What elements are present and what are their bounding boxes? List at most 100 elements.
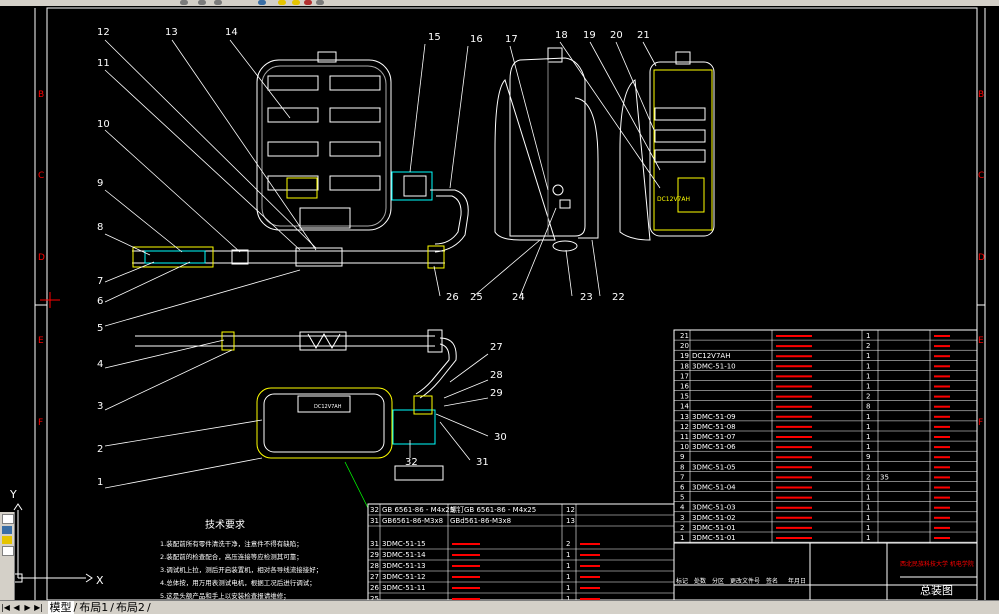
bom-qty: 1: [866, 383, 870, 391]
leader-line: [559, 41, 661, 189]
bom-code: DC12V7AH: [692, 352, 730, 360]
toolbar-strip: [0, 0, 999, 6]
sun-icon[interactable]: [292, 0, 300, 5]
bom-qty: 2: [566, 540, 570, 548]
bom-no: 32: [370, 506, 379, 514]
layout-tabs: |◀◀▶▶| 模型/布局1/布局2/: [0, 600, 999, 614]
tab-layout1[interactable]: 布局1: [79, 601, 109, 614]
callout-label: 7: [97, 276, 103, 287]
bom-no: 18: [680, 362, 689, 370]
leader-line: [589, 41, 661, 171]
callout-label: 10: [97, 119, 110, 130]
toolbar-button[interactable]: [2, 536, 12, 544]
toolbar-button[interactable]: [2, 514, 14, 524]
toolbar-icon[interactable]: [198, 0, 206, 5]
tech-line: 4.总体按，用万用表测试电机，根据工况后进行调试；: [160, 578, 316, 587]
prev-tab-icon[interactable]: ◀: [13, 603, 20, 612]
toolbar-icon[interactable]: [180, 0, 188, 5]
bom-no: 28: [370, 562, 379, 570]
bom-qty: 1: [566, 573, 570, 581]
bom-code: 3DMC-51-04: [692, 484, 736, 492]
tab-model[interactable]: 模型: [47, 601, 74, 614]
toolbar-icon[interactable]: [214, 0, 222, 5]
battery-label: DC12V7AH: [657, 196, 690, 203]
bom-code: 3DMC-51-12: [382, 573, 426, 581]
tech-line: 1.装配前所有零件清洗干净，注意件不得有缺陷；: [160, 539, 303, 548]
callout-label: 17: [505, 34, 518, 45]
tab-layout2[interactable]: 布局2: [115, 601, 145, 614]
bom-no: 3: [680, 514, 684, 522]
bulb-icon[interactable]: [278, 0, 286, 5]
callout-label: 13: [165, 27, 178, 38]
color-icon[interactable]: [304, 0, 312, 5]
callout-label: 4: [97, 359, 103, 370]
leader-line: [591, 239, 601, 297]
bom-no: 15: [680, 393, 689, 401]
bom-qty: 13: [566, 517, 575, 525]
tech-line: 5.这是头额产品和手上以安装检查报请维修；: [160, 591, 290, 600]
callout-label: 6: [97, 296, 103, 307]
bom-qty: 1: [566, 562, 570, 570]
bom-qty: 1: [866, 534, 870, 542]
callout-label: 3: [97, 401, 103, 412]
bom-code: 3DMC-51-15: [382, 540, 426, 548]
toolbar-button[interactable]: [2, 526, 12, 534]
front-view: [132, 51, 469, 269]
tech-line: 3.调试机上拉，测后开启装置机，相对各导线流接接好；: [160, 565, 322, 574]
bom-qty: 9: [866, 453, 870, 461]
border-letter: B: [38, 90, 44, 100]
leader-line: [104, 39, 317, 249]
callout-label: 25: [470, 292, 483, 303]
callout-label: 18: [555, 30, 568, 41]
bom-material: 35: [880, 473, 889, 481]
bom-qty: 2: [866, 473, 870, 481]
bom-no: 1: [680, 534, 684, 542]
bom-qty: 1: [566, 584, 570, 592]
title-block: 标记处数分区更改文件号签名年月日 总装图 西北民族科技大学 机电学院: [673, 542, 978, 601]
bom-code: 3DMC-51-05: [692, 463, 736, 471]
bom-no: 8: [680, 463, 684, 471]
first-tab-icon[interactable]: |◀: [1, 603, 10, 612]
callout-label: 8: [97, 222, 103, 233]
ucs-icon: Y X: [9, 488, 104, 587]
leader-line: [171, 39, 317, 251]
bom-qty: 1: [866, 443, 870, 451]
bom-no: 27: [370, 573, 379, 581]
side-view: [494, 47, 599, 252]
bom-qty: 1: [866, 494, 870, 502]
leader-line: [509, 45, 549, 191]
bom-code: 3DMC-51-10: [692, 362, 736, 370]
leader-line: [443, 379, 489, 399]
bom-qty: 1: [866, 372, 870, 380]
bom-qty: 8: [866, 403, 870, 411]
callout-label: 5: [97, 323, 103, 334]
leader-line: [104, 129, 241, 253]
bom-qty: 1: [866, 332, 870, 340]
bom-qty: 1: [866, 423, 870, 431]
bom-qty: 12: [566, 506, 575, 514]
toolbar-button[interactable]: [2, 546, 14, 556]
bom-code: 3DMC-51-01: [692, 534, 736, 542]
side-toolbar: [0, 512, 15, 602]
tech-title: 技术要求: [205, 518, 245, 531]
border-letter: D: [38, 253, 45, 263]
border-letter: C: [978, 171, 984, 181]
callout-label: 28: [490, 370, 503, 381]
next-tab-icon[interactable]: ▶: [24, 603, 31, 612]
leader-line: [344, 461, 369, 509]
leader-line: [104, 261, 155, 283]
layer-icon[interactable]: [258, 0, 266, 5]
ucs-y-label: Y: [9, 488, 17, 501]
leader-line: [473, 239, 541, 297]
bom-no: 26: [370, 584, 379, 592]
tech-line: 2.装配前的检查配合，高压连接等应检测其可靠；: [160, 552, 303, 561]
leader-line: [439, 421, 471, 461]
lock-icon[interactable]: [316, 0, 324, 5]
title-header: 分区: [712, 577, 724, 585]
bom-code: GB 6561-86 - M4x25: [382, 506, 454, 514]
callout-label: 31: [476, 457, 489, 468]
last-tab-icon[interactable]: ▶|: [34, 603, 43, 612]
leader-line: [104, 349, 233, 411]
